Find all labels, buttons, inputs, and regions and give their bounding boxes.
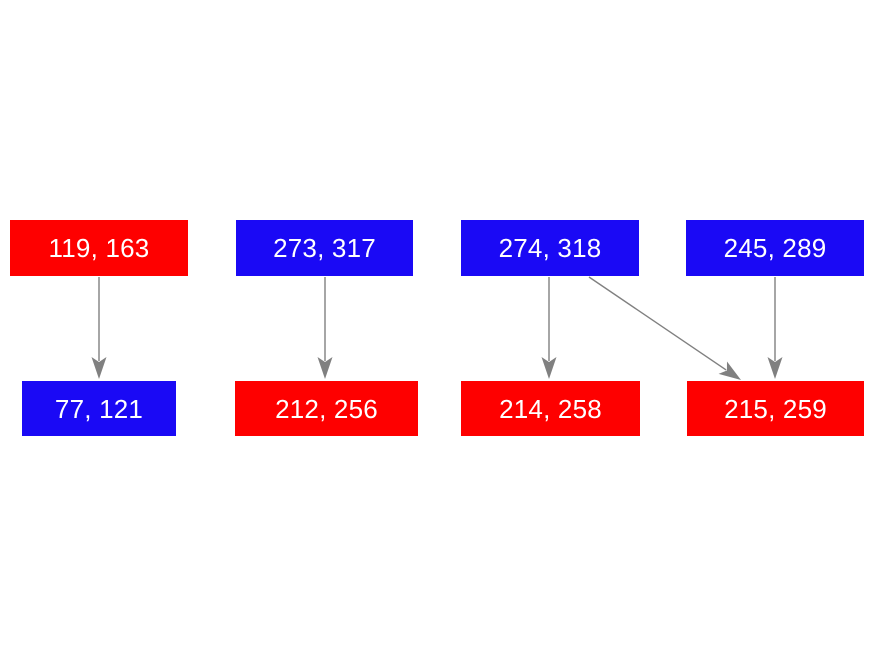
edge-n4-to-n8 (767, 277, 783, 379)
edge-arrowhead (718, 361, 741, 380)
edge-shaft (588, 276, 727, 371)
node-label: 273, 317 (273, 233, 376, 263)
node-n4[interactable]: 245, 289 (686, 220, 864, 276)
node-label: 215, 259 (724, 393, 827, 424)
edge-arrowhead (317, 357, 333, 379)
node-label: 214, 258 (499, 393, 602, 424)
node-n8[interactable]: 215, 259 (687, 381, 864, 436)
edge-arrowhead (541, 357, 557, 379)
edge-arrowhead (91, 357, 107, 379)
edge-n1-to-n5 (91, 277, 107, 379)
node-n1[interactable]: 119, 163 (10, 220, 188, 276)
edge-n2-to-n6 (317, 277, 333, 379)
node-n2[interactable]: 273, 317 (236, 220, 413, 276)
node-label: 274, 318 (498, 233, 602, 263)
node-n6[interactable]: 212, 256 (235, 381, 418, 436)
node-n5[interactable]: 77, 121 (22, 381, 176, 436)
edge-n3-to-n7 (541, 277, 557, 379)
node-label: 119, 163 (48, 233, 150, 263)
node-label: 245, 289 (723, 233, 827, 263)
edge-n3-to-n8 (588, 276, 741, 380)
node-n3[interactable]: 274, 318 (461, 220, 639, 276)
node-label: 212, 256 (275, 393, 378, 424)
node-n7[interactable]: 214, 258 (461, 381, 640, 436)
edge-arrowhead (767, 357, 783, 379)
node-label: 77, 121 (54, 393, 144, 424)
